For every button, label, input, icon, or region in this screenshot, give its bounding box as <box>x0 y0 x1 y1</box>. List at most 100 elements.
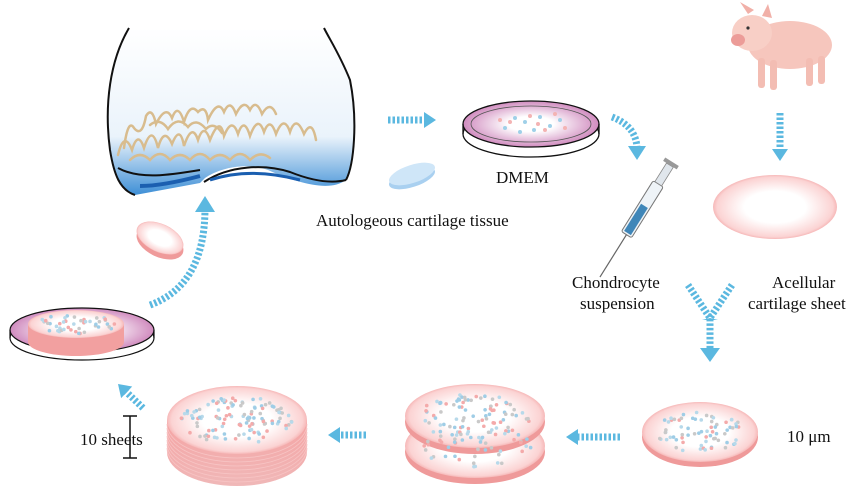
cell-dot <box>497 395 502 400</box>
cell-dot <box>233 436 238 441</box>
cell-dot <box>497 452 501 457</box>
cell-dot <box>474 394 479 399</box>
cell-dot <box>657 436 662 441</box>
cell-dot <box>526 416 530 421</box>
cell-dot <box>423 418 428 423</box>
cell-dot <box>669 416 673 420</box>
cell-dot <box>510 412 515 417</box>
cell-dot <box>179 416 184 420</box>
cell-dot <box>258 411 263 416</box>
cell-dot <box>679 425 684 429</box>
cell-dot <box>250 421 254 426</box>
cell-dot <box>215 436 219 440</box>
cell-dot <box>198 434 202 439</box>
cell-dot <box>260 406 265 411</box>
cell-dot <box>233 398 238 403</box>
cell-dot <box>520 449 524 454</box>
cell-dot <box>61 320 66 324</box>
cell-dot <box>489 446 494 450</box>
cell-dot <box>479 396 483 400</box>
cell-dot <box>79 318 83 323</box>
cell-dot <box>197 415 202 420</box>
cell-dot <box>725 440 729 445</box>
cell-dot <box>244 421 249 425</box>
dmem-label: DMEM <box>496 168 549 187</box>
thickness-bracket <box>123 415 137 459</box>
cell-dot <box>284 426 289 431</box>
cell-dot <box>713 436 717 441</box>
cell-dot <box>525 437 529 441</box>
cell-dot <box>427 421 431 425</box>
cell-dot <box>709 446 714 451</box>
cell-dot <box>438 429 443 434</box>
cell-dot <box>286 423 291 427</box>
cell-dot <box>247 436 251 441</box>
cell-dot <box>694 410 699 415</box>
cell-dot <box>459 432 463 437</box>
cell-dot <box>723 431 727 436</box>
cell-dot <box>49 314 53 319</box>
cell-dot <box>439 410 443 414</box>
petri-dish-icon <box>462 100 600 158</box>
cell-dot <box>443 454 448 459</box>
cell-dot <box>463 408 468 412</box>
cell-dot <box>286 413 291 418</box>
cell-dot <box>472 464 476 469</box>
cell-dot <box>57 321 62 326</box>
cell-dot <box>725 428 729 432</box>
cell-dot <box>490 428 494 432</box>
cell-dot <box>457 457 462 462</box>
cell-dot <box>438 423 443 427</box>
cell-dot <box>284 423 288 428</box>
cell-dot <box>271 405 276 409</box>
cell-dot <box>492 408 496 413</box>
cell-dot <box>72 322 76 326</box>
cell-dot <box>204 437 209 442</box>
cell-dot <box>277 410 281 415</box>
cell-dot <box>680 432 685 437</box>
cell-dot <box>708 433 713 438</box>
cell-dot <box>674 445 679 450</box>
cell-dot <box>72 315 77 319</box>
cell-dot <box>473 454 477 459</box>
cell-dot <box>435 399 439 404</box>
cell-dots <box>40 314 741 469</box>
cell-dot <box>486 430 491 435</box>
cell-dot <box>671 435 676 439</box>
arrow-pig-to-sheet <box>772 113 788 161</box>
cell-dot <box>94 322 98 327</box>
cell-dot <box>504 400 508 405</box>
cell-dot <box>47 328 52 333</box>
cell-dot <box>476 419 481 424</box>
cell-dot <box>77 331 81 336</box>
cell-dot <box>484 414 488 418</box>
cell-dot <box>220 424 225 429</box>
tissue-disc-icon <box>389 162 435 190</box>
cell-dot <box>422 444 426 448</box>
cell-dot <box>484 417 489 421</box>
cell-dot <box>681 412 686 417</box>
cell-dot <box>63 315 67 320</box>
cell-dot <box>662 418 667 422</box>
cell-dot <box>278 416 282 421</box>
cell-dot <box>699 443 704 448</box>
cell-dot <box>267 401 272 405</box>
cell-dot <box>62 327 66 332</box>
cell-dot <box>699 429 704 434</box>
cell-dot <box>454 417 459 421</box>
cell-dot <box>185 409 190 413</box>
cell-dot <box>483 448 488 452</box>
cell-dot <box>214 401 219 406</box>
chondrocyte-label-2: suspension <box>580 294 655 313</box>
cell-dot <box>230 396 235 400</box>
cell-dot <box>457 398 462 402</box>
cell-dot <box>512 407 516 412</box>
cell-dot <box>263 402 268 407</box>
implant-disc <box>136 221 184 260</box>
cell-dot <box>692 431 697 436</box>
cell-dot <box>216 408 221 412</box>
cell-dot <box>506 429 511 433</box>
cell-dot <box>681 440 685 445</box>
cell-dot <box>450 432 454 437</box>
cell-dot <box>466 398 470 402</box>
